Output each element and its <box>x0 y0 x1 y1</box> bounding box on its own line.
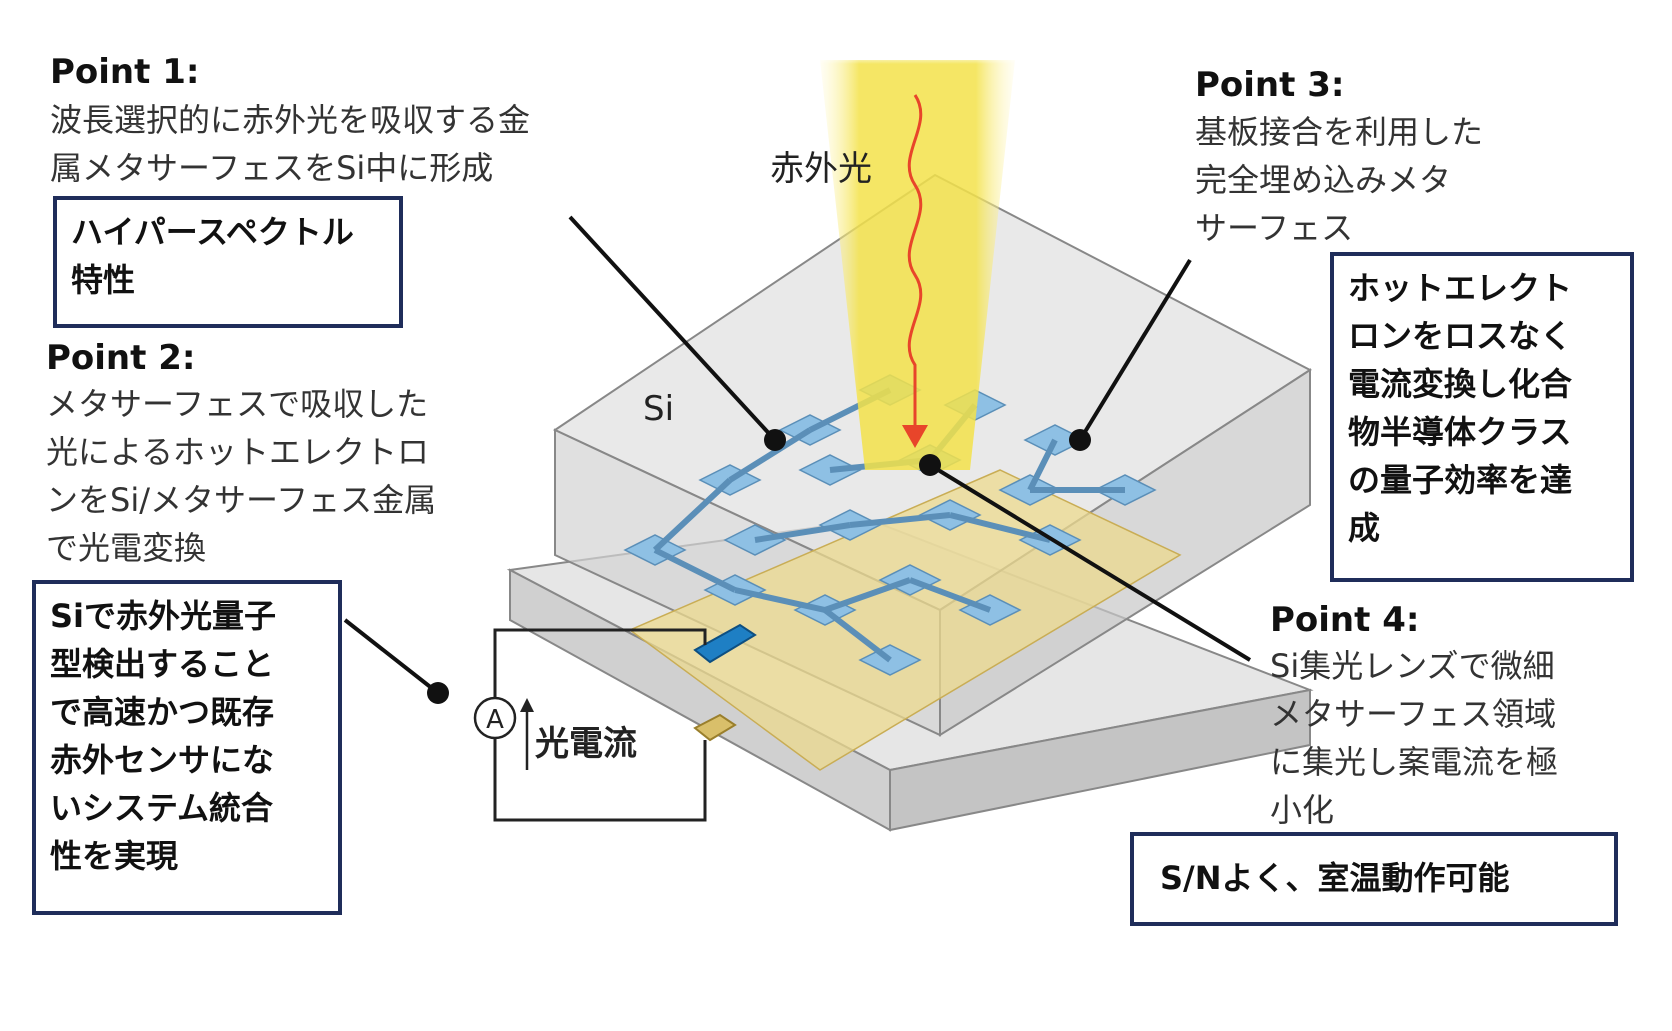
hyperspectral-box: ハイパースペクトル 特性 <box>53 196 403 328</box>
point1-description: 波長選択的に赤外光を吸収する金 属メタサーフェスをSi中に形成 <box>50 101 531 187</box>
ammeter: A <box>473 696 517 740</box>
leader-point3 <box>1078 258 1192 442</box>
leader-si-box-dot <box>427 682 449 704</box>
point4-title: Point 4: <box>1270 600 1420 640</box>
leader-si-box <box>343 618 440 695</box>
hot-electron-box: ホットエレクト ロンをロスなく 電流変換し化合 物半導体クラス の量子効率を達 … <box>1330 252 1634 582</box>
si-detection-box: Siで赤外光量子 型検出すること で高速かつ既存 赤外センサにな いシステム統合… <box>32 580 342 915</box>
si-label: Si <box>643 389 674 429</box>
photocurrent-label: 光電流 <box>535 724 637 764</box>
ammeter-label: A <box>486 705 504 735</box>
metasurface-contact-pad <box>693 623 757 664</box>
point2-title: Point 2: <box>46 338 196 378</box>
leader-point1 <box>568 215 777 442</box>
point3-description: 基板接合を利用した 完全埋め込みメタ サーフェス <box>1195 113 1484 247</box>
point3-title: Point 3: <box>1195 65 1345 105</box>
sn-room-temp-box: S/Nよく、室温動作可能 <box>1130 832 1618 926</box>
point4-description: Si集光レンズで微細 メタサーフェス領域 に集光し案電流を極 小化 <box>1270 647 1559 829</box>
leader-point3-dot <box>1069 429 1091 451</box>
leader-point4 <box>928 463 1252 662</box>
point1-title: Point 1: <box>50 52 200 92</box>
photocurrent-arrow <box>520 698 534 770</box>
leader-point1-dot <box>764 429 786 451</box>
electrode-contact-pad <box>693 713 737 742</box>
point2-description: メタサーフェスで吸収した 光によるホットエレクトロ ンをSi/メタサーフェス金属… <box>46 385 437 567</box>
leader-lines <box>343 215 1252 704</box>
infrared-light-label: 赤外光 <box>770 149 872 189</box>
infrared-light-beam <box>820 55 1015 470</box>
leader-point4-dot <box>919 454 941 476</box>
infrared-arrow <box>902 94 928 448</box>
